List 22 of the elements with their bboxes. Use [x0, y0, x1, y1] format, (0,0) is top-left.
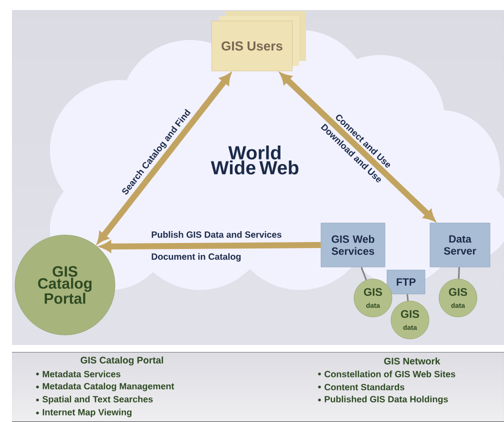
arrow-caption: Document in Catalog [150, 252, 242, 263]
connector-line [360, 266, 367, 280]
server-box: Data Server [430, 222, 490, 268]
section-heading: GIS Catalog Portal [80, 356, 164, 366]
arrow [100, 240, 321, 252]
bullet-item: Spatial and Text Searches [42, 396, 153, 404]
arrow [280, 72, 436, 222]
bullet-item: Content Standards [324, 384, 404, 390]
server-box: FTP [386, 270, 426, 294]
bullet-item: Published GIS Data Holdings [324, 396, 448, 404]
bullet-item: Metadata Catalog Management [42, 382, 174, 392]
section-heading: GIS Network [384, 358, 440, 364]
bullet-item: Internet Map Viewing [42, 408, 132, 418]
server-box: GIS Web Services [320, 222, 386, 268]
cloud-title: World Wide Web [210, 146, 298, 174]
bullet-item: Metadata Services [42, 370, 120, 378]
edge-label: Publish GIS Data and Services [150, 230, 283, 239]
bullet-item: Constellation of GIS Web Sites [324, 370, 456, 378]
users-box: GIS Users [211, 11, 306, 72]
connector-line [406, 294, 409, 301]
arrow [97, 73, 231, 244]
connector-line [458, 267, 460, 279]
